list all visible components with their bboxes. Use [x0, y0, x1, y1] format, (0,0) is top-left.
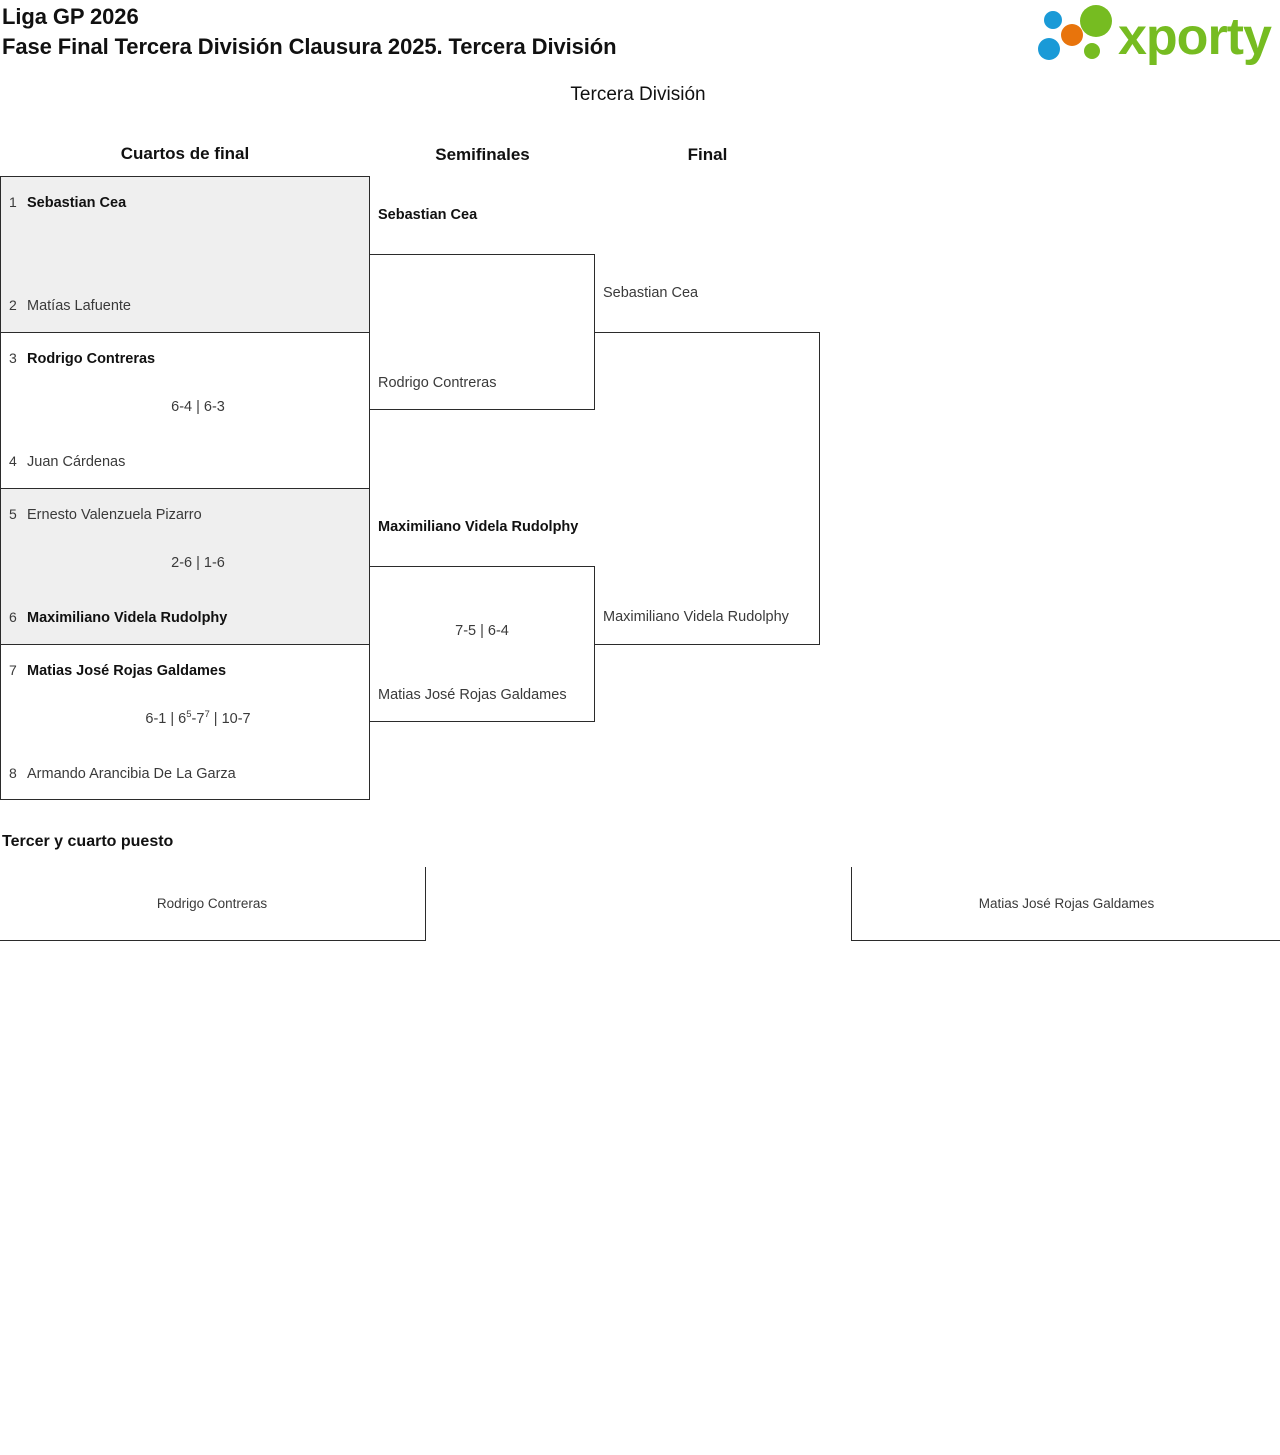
seed-number: 5: [9, 506, 17, 522]
match-qf-4-score: 6-1 | 65-77 | 10-7: [145, 709, 251, 727]
match-sf-1-player-bottom: Rodrigo Contreras: [378, 375, 497, 391]
third-place-player-left: Rodrigo Contreras: [156, 896, 268, 911]
match-qf-2-player-top: 3 Rodrigo Contreras: [1, 347, 369, 369]
seed-number: 7: [9, 662, 17, 678]
match-sf-2-player-bottom: Matias José Rojas Galdames: [378, 687, 567, 703]
tournament-name: Liga GP 2026: [2, 4, 139, 29]
tournament-phase: Fase Final Tercera División Clausura 202…: [2, 34, 617, 59]
seed-number: 3: [9, 350, 17, 366]
match-final-player-bottom: Maximiliano Videla Rudolphy: [603, 609, 789, 625]
third-place-title: Tercer y cuarto puesto: [2, 833, 174, 850]
match-qf-2-player-bottom: 4 Juan Cárdenas: [1, 450, 369, 472]
round-header-semifinals: Semifinales: [435, 145, 530, 164]
match-sf-2-player-top: Maximiliano Videla Rudolphy: [378, 519, 579, 535]
player-name: Sebastian Cea: [27, 195, 127, 211]
match-final-player-top: Sebastian Cea: [603, 285, 699, 301]
page-header: Liga GP 2026 Fase Final Tercera División…: [0, 0, 1280, 70]
match-sf-1[interactable]: Sebastian Cea Rodrigo Contreras: [370, 207, 595, 410]
page-title: Liga GP 2026 Fase Final Tercera División…: [2, 2, 617, 62]
match-qf-3-player-top: 5 Ernesto Valenzuela Pizarro: [1, 503, 369, 525]
player-name: Armando Arancibia De La Garza: [27, 766, 236, 782]
match-qf-1[interactable]: 1 Sebastian Cea 2 Matías Lafuente: [0, 176, 370, 332]
seed-number: 4: [9, 453, 17, 469]
third-place-player-right: Matias José Rojas Galdames: [978, 896, 1155, 911]
match-qf-3-score: 2-6 | 1-6: [171, 555, 225, 571]
seed-number: 2: [9, 297, 17, 313]
player-name: Matias José Rojas Galdames: [27, 663, 227, 679]
match-final[interactable]: Sebastian Cea Maximiliano Videla Rudolph…: [595, 285, 820, 645]
third-place-match-right[interactable]: Matias José Rojas Galdames: [851, 867, 1280, 941]
match-qf-2[interactable]: 3 Rodrigo Contreras 6-4 | 6-3 4 Juan Cárde…: [0, 332, 370, 488]
round-header-final: Final: [687, 145, 728, 164]
match-qf-1-player-bottom: 2 Matías Lafuente: [1, 294, 369, 316]
seed-number: 6: [9, 609, 17, 625]
match-sf-1-player-top: Sebastian Cea: [378, 207, 478, 223]
seed-number: 1: [9, 194, 17, 210]
seed-number: 8: [9, 765, 17, 781]
player-name: Matías Lafuente: [27, 298, 131, 314]
third-place-match-left[interactable]: Rodrigo Contreras: [0, 867, 426, 941]
match-qf-4-player-bottom: 8 Armando Arancibia De La Garza: [1, 762, 369, 784]
player-name: Rodrigo Contreras: [27, 351, 156, 367]
match-qf-3-player-bottom: 6 Maximiliano Videla Rudolphy: [1, 606, 369, 628]
xporty-logo[interactable]: xporty: [1034, 4, 1274, 66]
match-sf-2-score: 7-5 | 6-4: [455, 623, 509, 639]
match-qf-1-player-top: 1 Sebastian Cea: [1, 191, 369, 213]
player-name: Juan Cárdenas: [27, 454, 126, 470]
player-name: Maximiliano Videla Rudolphy: [27, 610, 228, 626]
match-qf-4[interactable]: 7 Matias José Rojas Galdames 6-1 | 65-77 …: [0, 644, 370, 800]
player-name: Ernesto Valenzuela Pizarro: [27, 507, 202, 523]
match-qf-2-score: 6-4 | 6-3: [171, 399, 225, 415]
logo-dots-icon: [1038, 5, 1112, 60]
division-title: Tercera División: [570, 84, 706, 105]
match-qf-4-player-top: 7 Matias José Rojas Galdames: [1, 659, 369, 681]
match-sf-2[interactable]: Maximiliano Videla Rudolphy 7-5 | 6-4 Ma…: [370, 519, 595, 722]
logo-wordmark-icon: xporty: [1118, 8, 1273, 66]
round-header-quarterfinals: Cuartos de final: [120, 144, 250, 163]
svg-text:xporty: xporty: [1118, 8, 1272, 66]
